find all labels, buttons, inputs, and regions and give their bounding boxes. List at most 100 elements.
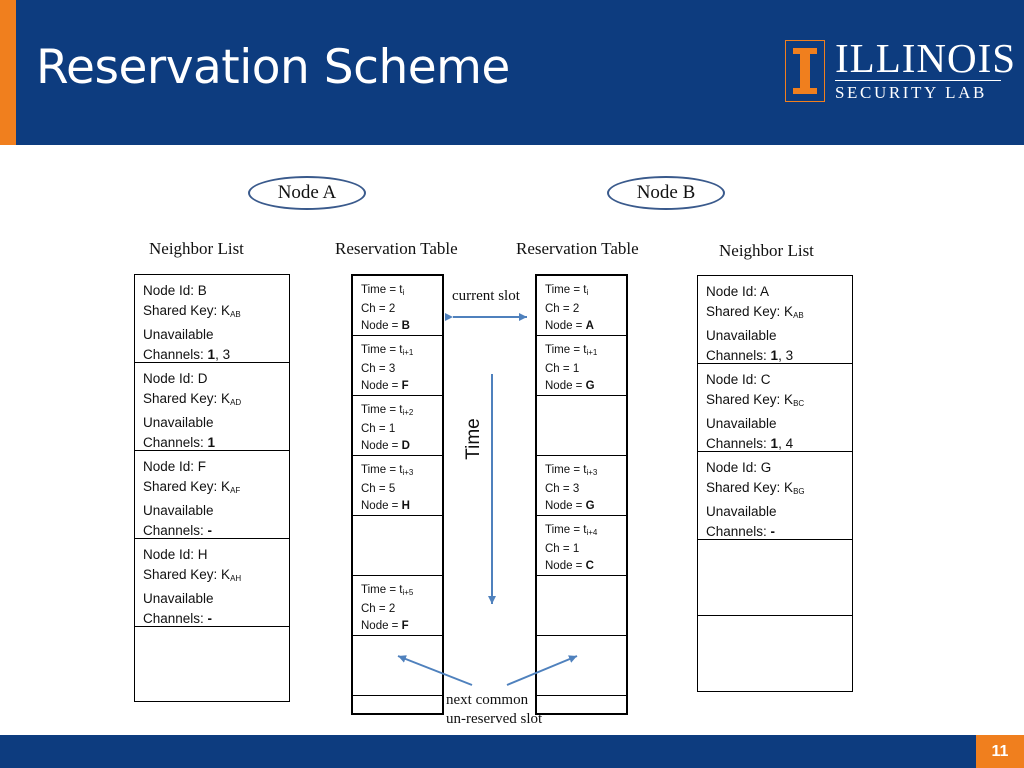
slot-channel-line: Ch = 1 <box>545 541 618 558</box>
slot-time-label: Time = t <box>545 524 587 536</box>
node-a-oval: Node A <box>248 176 366 210</box>
channels-rest-value: , 3 <box>215 347 231 362</box>
slot-time-label: Time = t <box>361 404 403 416</box>
slot-time-subscript: i+2 <box>402 408 414 417</box>
logo-word-illinois: ILLINOIS <box>835 35 1017 81</box>
shared-key-subscript: AH <box>230 574 242 583</box>
node-id-value: C <box>760 372 771 387</box>
shared-key-label: Shared Key: K <box>143 479 231 494</box>
channels-label: Channels: <box>143 347 208 362</box>
channels-label: Channels: <box>143 611 208 626</box>
shared-key-line: Shared Key: KAB <box>706 302 844 326</box>
node-id-label: Node Id: <box>706 372 761 387</box>
reservation-table-b-label: Reservation Table <box>516 239 639 258</box>
slot-channel-line: Ch = 5 <box>361 481 434 498</box>
slot-node-label: Node = <box>545 380 586 392</box>
channels-first-value: - <box>207 523 213 538</box>
channels-label: Channels: <box>706 524 771 539</box>
slot-channel-value: 1 <box>388 423 396 435</box>
slot-channel-label: Ch = <box>361 423 389 435</box>
node-id-value: G <box>760 460 772 475</box>
slot-node-label: Node = <box>545 500 586 512</box>
shared-key-subscript: BC <box>793 399 805 408</box>
channels-first-value: - <box>207 611 213 626</box>
shared-key-label: Shared Key: K <box>706 392 794 407</box>
neighbor-list-a-label: Neighbor List <box>149 239 244 258</box>
shared-key-label: Shared Key: K <box>706 480 794 495</box>
channels-rest-value: , 4 <box>778 436 794 451</box>
slot-channel-line: Ch = 2 <box>361 301 434 318</box>
slot-channel-line: Ch = 3 <box>361 361 434 378</box>
slot-node-label: Node = <box>545 560 586 572</box>
next-common-label-line2: un-reserved slot <box>446 711 543 727</box>
slot-node-label: Node = <box>361 380 402 392</box>
slot-time-subscript: i+3 <box>586 468 598 477</box>
node-id-label: Node Id: <box>706 460 761 475</box>
channels-label: Channels: <box>143 523 208 538</box>
logo-word-security-lab: SECURITY LAB <box>835 83 987 102</box>
slot-channel-line: Ch = 2 <box>361 601 434 618</box>
reservation-b-slot <box>537 396 626 456</box>
slot-time-label: Time = t <box>545 464 587 476</box>
slot-node-value: D <box>401 440 410 452</box>
slot-node-value: H <box>401 500 410 512</box>
node-id-label: Node Id: <box>143 283 198 298</box>
slot-time-line: Time = ti <box>545 282 618 301</box>
node-id-line: Node Id: B <box>143 281 281 301</box>
neighbor-b-entry <box>698 540 852 616</box>
node-id-value: A <box>760 284 770 299</box>
slot-time-subscript: i <box>402 288 405 297</box>
slide-footer <box>0 735 1024 768</box>
slot-time-label: Time = t <box>361 464 403 476</box>
slot-time-line: Time = ti+1 <box>361 342 434 361</box>
reservation-b-slot <box>537 696 626 713</box>
slot-time-line: Time = ti+3 <box>545 462 618 481</box>
channels-value: - <box>208 523 213 538</box>
channels-value: - <box>771 524 776 539</box>
unavailable-label: Unavailable <box>143 503 214 518</box>
slot-time-line: Time = ti+1 <box>545 342 618 361</box>
slot-time-subscript: i+1 <box>586 348 598 357</box>
slot-channel-label: Ch = <box>361 603 389 615</box>
shared-key-line: Shared Key: KAF <box>143 477 281 501</box>
unavailable-label: Unavailable <box>706 416 777 431</box>
node-id-line: Node Id: F <box>143 457 281 477</box>
slot-node-value: G <box>585 500 595 512</box>
node-id-line: Node Id: H <box>143 545 281 565</box>
slot-channel-value: 1 <box>572 363 580 375</box>
slot-node-label: Node = <box>361 440 402 452</box>
next-common-label-line1: next common <box>446 692 529 708</box>
slot-time-label: Time = t <box>545 344 587 356</box>
slot-channel-label: Ch = <box>545 543 573 555</box>
slot-channel-value: 3 <box>388 363 396 375</box>
slot-node-line: Node = A <box>545 318 618 335</box>
slot-channel-value: 2 <box>388 303 396 315</box>
slot-node-label: Node = <box>361 620 402 632</box>
node-id-line: Node Id: C <box>706 370 844 390</box>
channels-line: Channels: - <box>143 521 281 538</box>
channels-first-value: 1 <box>770 348 779 363</box>
channels-line: Channels: 1 <box>143 433 281 450</box>
logo-divider <box>835 80 1001 81</box>
shared-key-label: Shared Key: K <box>706 304 794 319</box>
current-slot-label: current slot <box>452 288 520 304</box>
slot-channel-label: Ch = <box>545 363 573 375</box>
node-id-label: Node Id: <box>143 459 198 474</box>
channels-label: Channels: <box>706 348 771 363</box>
slot-channel-value: 5 <box>388 483 396 495</box>
slot-node-line: Node = G <box>545 498 618 515</box>
slot-time-line: Time = ti+3 <box>361 462 434 481</box>
shared-key-line: Shared Key: KAB <box>143 301 281 325</box>
shared-key-line: Shared Key: KBG <box>706 478 844 502</box>
slot-node-label: Node = <box>545 320 586 332</box>
